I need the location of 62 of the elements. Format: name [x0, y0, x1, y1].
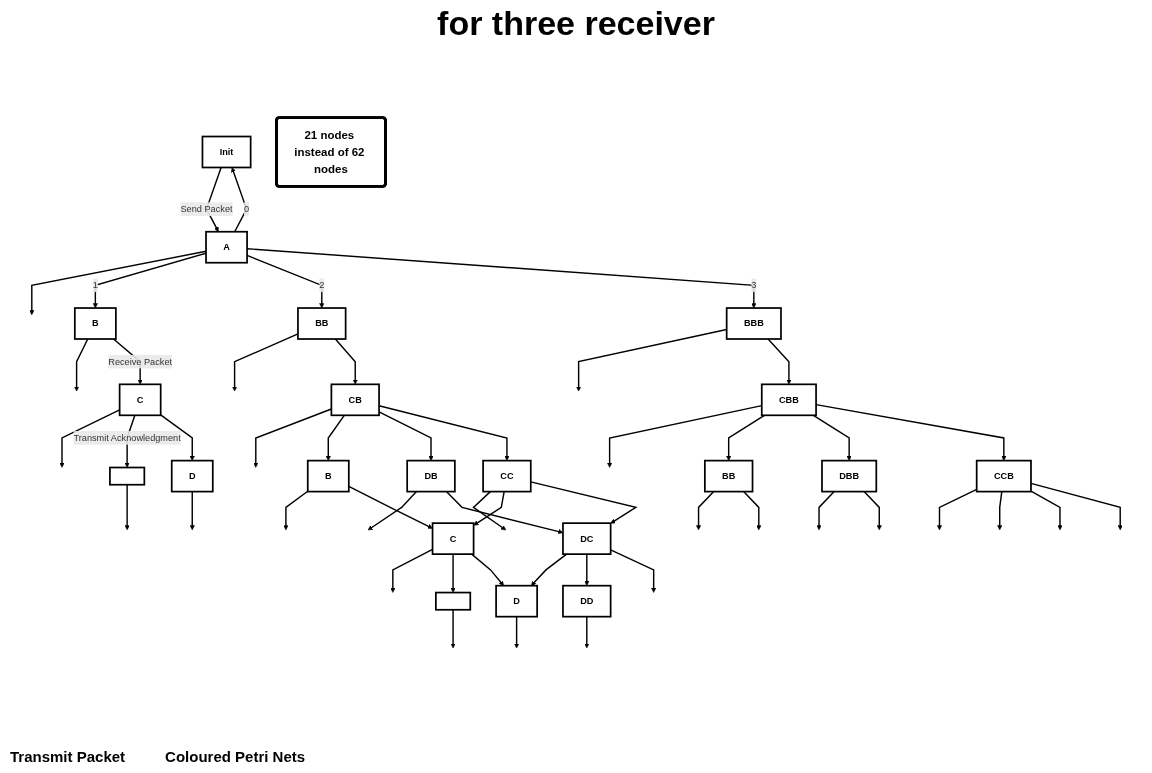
- arrow: [1030, 490, 1063, 531]
- arrow: [348, 485, 433, 529]
- arrow: [863, 490, 882, 531]
- node-box: CC: [482, 459, 532, 493]
- edge-label: Send Packet: [180, 203, 233, 214]
- arrow: [325, 414, 345, 461]
- arrow: [812, 414, 852, 461]
- node-box: BB: [704, 459, 754, 493]
- node-box: C: [431, 522, 475, 555]
- node-box: CB: [330, 383, 380, 417]
- node-box: CCB: [975, 459, 1032, 493]
- node-box: DC: [562, 522, 612, 555]
- edge-label: 2: [319, 280, 325, 290]
- arrow: [367, 490, 418, 531]
- node-box: DBB: [821, 459, 878, 493]
- arrow: [530, 481, 638, 524]
- title: for three receiver: [436, 4, 716, 43]
- edge-label: 0: [244, 203, 250, 214]
- node-box: B: [306, 459, 350, 493]
- arrow: [742, 490, 762, 531]
- edge-label: 1: [92, 280, 98, 290]
- node-box: Init: [201, 135, 252, 169]
- arrow: [514, 615, 520, 649]
- arrow: [74, 338, 89, 392]
- arrow: [334, 338, 358, 385]
- arrow: [696, 490, 715, 531]
- arrow: [450, 553, 456, 593]
- arrow: [470, 553, 504, 586]
- arrow: [584, 553, 590, 586]
- arrow: [231, 167, 248, 233]
- arrow: [726, 414, 766, 461]
- node-box: BB: [297, 307, 347, 340]
- arrow: [283, 490, 309, 531]
- node-box: D: [170, 459, 214, 493]
- node-box: CBB: [760, 383, 817, 417]
- arrow: [450, 609, 456, 649]
- arrow: [92, 252, 207, 309]
- node-box: [435, 591, 472, 611]
- node-box: A: [205, 230, 248, 264]
- note-text: Coloured Petri Nets: [165, 748, 306, 765]
- arrow: [937, 488, 978, 531]
- arrow: [767, 338, 792, 385]
- arrow: [997, 490, 1003, 531]
- arrow: [189, 490, 195, 531]
- edge-label: 3: [751, 280, 757, 290]
- node-box: BBB: [725, 307, 782, 340]
- arrow: [1030, 482, 1123, 531]
- node-box: DB: [406, 459, 456, 493]
- arrow: [530, 553, 568, 586]
- node-box: DD: [562, 584, 612, 618]
- edge-label: Receive Packet: [108, 356, 173, 367]
- node-box: D: [495, 584, 538, 618]
- arrow: [124, 484, 130, 531]
- node-box: [109, 466, 146, 486]
- arrow: [584, 615, 590, 649]
- arrow: [29, 250, 207, 316]
- node-box: B: [73, 307, 117, 340]
- edge-label: Transmit Acknowledgment: [73, 432, 181, 443]
- node-box: C: [118, 383, 162, 417]
- arrow: [159, 414, 195, 461]
- arrow: [816, 490, 835, 531]
- note-text: Transmit Packet: [10, 748, 126, 765]
